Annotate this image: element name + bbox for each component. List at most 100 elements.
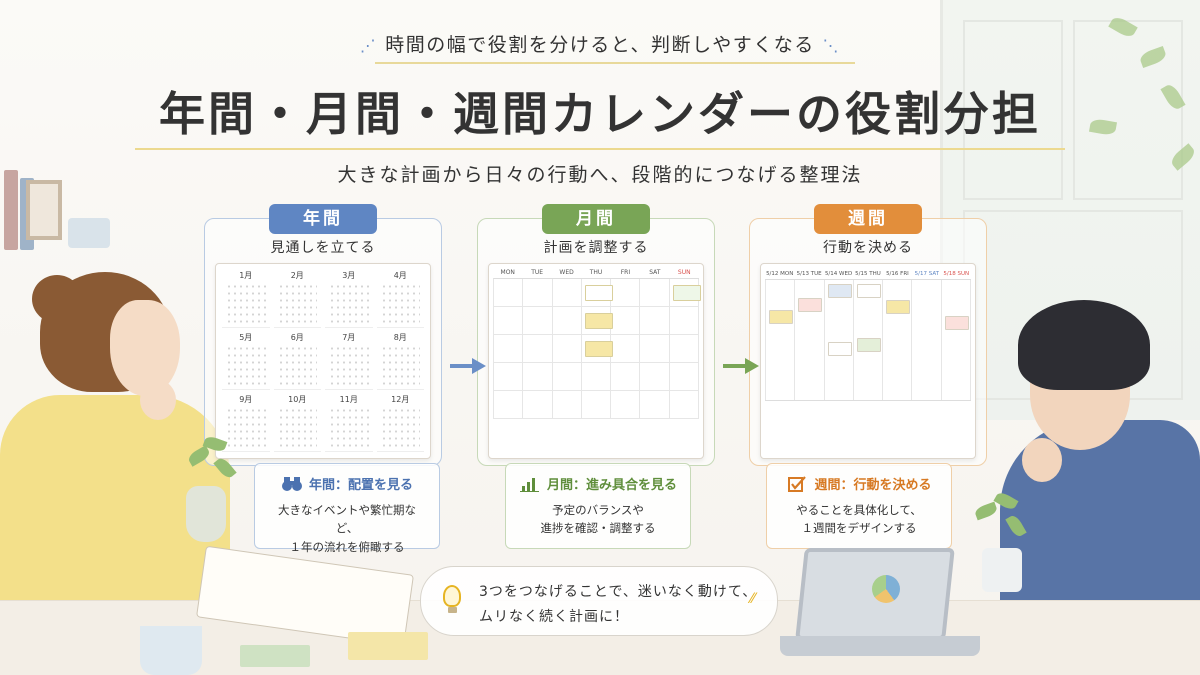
mini-month-days bbox=[329, 407, 369, 447]
sticky-note bbox=[886, 300, 911, 314]
month-day-cell bbox=[669, 335, 699, 363]
month-day-cell bbox=[552, 307, 582, 335]
mini-month: 1月 bbox=[222, 270, 270, 328]
month-day-cell bbox=[581, 391, 612, 419]
weekday-label: MON bbox=[500, 269, 515, 276]
month-day-cell bbox=[581, 335, 613, 363]
weekday-label: FRI bbox=[620, 269, 631, 276]
weekday-label: SAT bbox=[649, 269, 661, 276]
weekday-label: TUE bbox=[531, 269, 544, 276]
week-day-column bbox=[883, 280, 913, 400]
month-day-cell bbox=[640, 391, 670, 419]
mini-month: 7月 bbox=[325, 332, 373, 390]
month-day-cell bbox=[669, 307, 699, 335]
pie-chart-icon bbox=[872, 575, 900, 603]
mini-month-label: 8月 bbox=[393, 333, 407, 342]
month-day-cell bbox=[523, 279, 553, 307]
month-day-cell bbox=[581, 363, 612, 391]
week-day-label: 5/13 TUE bbox=[796, 271, 822, 277]
header-subtitle: ⋰ 時間の幅で役割を分けると、判断しやすくなる ⋱ bbox=[0, 30, 1200, 57]
week-day-column bbox=[942, 280, 971, 400]
week-day-column bbox=[912, 280, 942, 400]
week-description-title: 週間：行動を決める bbox=[814, 478, 932, 493]
month-day-cell bbox=[581, 307, 613, 335]
month-day-cell bbox=[669, 363, 699, 391]
mini-month-days bbox=[277, 283, 317, 323]
mini-month-days bbox=[329, 345, 369, 385]
month-day-cell bbox=[523, 391, 553, 419]
summary-speech-bubble: 3つをつなげることで、迷いなく動けて、 ムリなく続く計画に！ ⁄⁄ bbox=[420, 566, 778, 636]
page-title: 年間・月間・週間カレンダーの役割分担 bbox=[159, 87, 1041, 141]
month-description-title: 月間：進み具合を見る bbox=[546, 478, 677, 493]
week-day-column bbox=[766, 280, 796, 400]
mini-month: 5月 bbox=[222, 332, 270, 390]
year-badge: 年間 bbox=[269, 204, 377, 234]
mini-month-days bbox=[277, 345, 317, 385]
mini-month: 4月 bbox=[376, 270, 424, 328]
month-description: 月間：進み具合を見る 予定のバランスや 進捗を確認・調整する bbox=[505, 463, 691, 549]
month-day-cell bbox=[494, 391, 524, 419]
woman-face bbox=[110, 300, 180, 396]
mini-month: 3月 bbox=[325, 270, 373, 328]
header-subtitle-text: 時間の幅で役割を分けると、判断しやすくなる bbox=[385, 34, 815, 56]
week-day-label: 5/14 WED bbox=[824, 271, 853, 277]
week-day-label: 5/12 MON bbox=[766, 271, 794, 277]
lightbulb-icon-base bbox=[448, 607, 457, 613]
lightbulb-icon bbox=[443, 585, 461, 607]
month-day-cell bbox=[611, 391, 641, 419]
month-day-cell bbox=[640, 307, 670, 335]
month-day-cell bbox=[523, 363, 553, 391]
man-hair bbox=[1018, 300, 1150, 390]
weekday-label: WED bbox=[559, 269, 574, 276]
year-role: 見通しを立てる bbox=[270, 240, 376, 256]
summary-line: 3つをつなげることで、迷いなく動けて、 bbox=[479, 584, 758, 600]
sparkle-icon: ⋰ bbox=[359, 36, 378, 55]
laptop-keyboard bbox=[780, 636, 980, 656]
mini-month: 9月 bbox=[222, 394, 270, 452]
sticky-notes bbox=[348, 632, 428, 660]
week-day-column bbox=[854, 280, 884, 400]
week-description-line: やることを具体化して、 bbox=[796, 503, 922, 517]
year-description-line: １年の流れを俯瞰する bbox=[289, 539, 405, 554]
flower-vase bbox=[186, 486, 226, 542]
month-description-line: 予定のバランスや bbox=[552, 503, 644, 517]
month-day-cell bbox=[611, 307, 641, 335]
week-day-label: 5/17 SAT bbox=[914, 271, 940, 277]
month-day-cell bbox=[552, 279, 582, 307]
week-description-line: １週間をデザインする bbox=[801, 521, 917, 536]
mini-month-days bbox=[226, 283, 266, 323]
page-tagline: 大きな計画から日々の行動へ、段階的につなげる整理法 bbox=[337, 164, 863, 186]
month-day-cell bbox=[611, 279, 641, 307]
year-description-title: 年間：配置を見る bbox=[308, 478, 413, 493]
mini-month-label: 6月 bbox=[290, 333, 304, 342]
subtitle-underline bbox=[375, 62, 855, 64]
arrow-right-icon bbox=[450, 358, 486, 374]
mini-month-days bbox=[226, 345, 266, 385]
mini-month-label: 10月 bbox=[288, 395, 307, 404]
sticky-note bbox=[827, 342, 852, 356]
mini-month: 6月 bbox=[273, 332, 321, 390]
sticky-note bbox=[827, 284, 852, 298]
mini-month-days bbox=[277, 407, 317, 447]
month-day-cell bbox=[494, 279, 524, 307]
month-day-cell bbox=[552, 363, 582, 391]
mini-month: 2月 bbox=[273, 270, 321, 328]
mini-month: 12月 bbox=[376, 394, 424, 452]
sticky-notes bbox=[240, 645, 310, 667]
year-description: 年間：配置を見る 大きなイベントや繁忙期など、 １年の流れを俯瞰する bbox=[254, 463, 440, 554]
mini-month-label: 12月 bbox=[391, 395, 410, 404]
month-day-cell bbox=[523, 335, 553, 363]
month-description-line: 進捗を確認・調整する bbox=[540, 521, 656, 536]
month-day-cell bbox=[640, 335, 670, 363]
week-description: 週間：行動を決める やることを具体化して、 １週間をデザインする bbox=[766, 463, 952, 549]
title-underline bbox=[135, 148, 1065, 150]
bar-chart-icon bbox=[519, 476, 541, 492]
month-day-cell bbox=[494, 363, 524, 391]
mini-month: 11月 bbox=[325, 394, 373, 452]
month-day-cell bbox=[640, 279, 670, 307]
sticky-note bbox=[944, 316, 969, 330]
